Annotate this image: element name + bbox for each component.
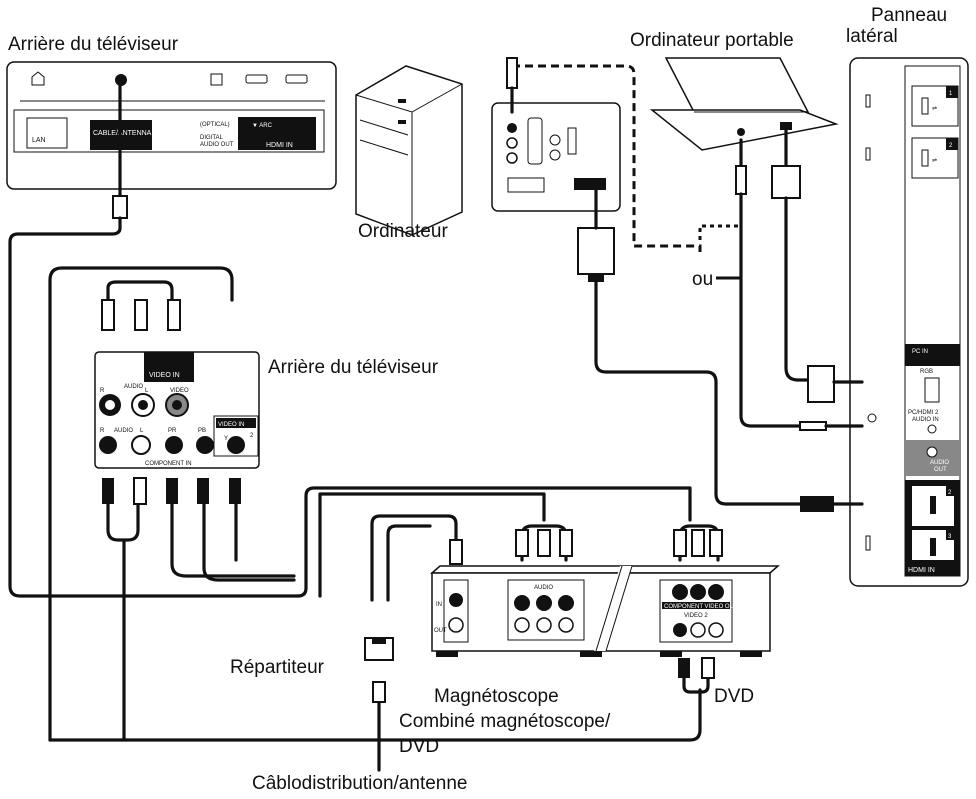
- laptop: Ordinateur portable: [630, 30, 839, 151]
- hdmi-2-number: 2: [948, 490, 952, 496]
- label-vcr: Magnétoscope: [434, 686, 559, 707]
- label-side-panel-2: latéral: [846, 26, 898, 47]
- input-1-number: 1: [186, 376, 190, 383]
- vcr-in-label: IN: [436, 602, 442, 608]
- component-in-label: COMPONENT IN: [145, 461, 192, 467]
- label-computer: Ordinateur: [358, 221, 448, 242]
- tv-rear-mid-panel: Arrière du téléviseur VIDEO IN 1 R AUDIO…: [94, 351, 439, 469]
- hdmi-in-label: HDMI IN: [266, 142, 293, 149]
- audio-label: AUDIO: [124, 384, 143, 390]
- comp-y-jack: [227, 436, 245, 454]
- label-or: ou: [692, 269, 713, 290]
- label-dvd: DVD: [714, 686, 754, 707]
- digital-label: DIGITAL: [200, 135, 224, 141]
- audio-in-label: AUDIO IN: [912, 417, 939, 423]
- label-splitter: Répartiteur: [230, 657, 325, 678]
- audio-label-2: AUDIO: [114, 428, 133, 434]
- vcr-out-label: OUT: [434, 628, 447, 634]
- label-combo-2: DVD: [399, 736, 439, 757]
- usb-1-number: 1: [949, 91, 953, 97]
- comp-r-jack: [99, 436, 117, 454]
- usb-icon: ⇌: [932, 105, 937, 112]
- l-label-2: L: [140, 428, 144, 434]
- dvd-component-out-label: COMPONENT VIDEO OUT: [664, 604, 738, 610]
- audio-out-label: AUDIO OUT: [200, 142, 234, 148]
- label-tv-rear-top: Arrière du téléviseur: [8, 34, 179, 55]
- label-side-panel-1: Panneau: [871, 5, 947, 26]
- tv-rear-top-panel: Arrière du téléviseur LAN CABLE/ANTENNA …: [6, 34, 337, 190]
- label-cable-antenna: Câblodistribution/antenne: [252, 773, 468, 794]
- pc-in-label: PC IN: [912, 349, 928, 355]
- hdmi-port-icon: [285, 74, 308, 84]
- comp-l-jack: [131, 435, 151, 455]
- vcr-dvd-combo: IN OUT AUDIO COMPONENT VIDEO OUT VIDEO 2: [430, 565, 780, 657]
- pr-label: PR: [168, 428, 177, 434]
- hdmi-3-number: 3: [948, 534, 952, 540]
- y-label: Y: [224, 436, 228, 442]
- rgb-label: RGB: [920, 369, 933, 375]
- computer-tower: Ordinateur: [355, 65, 463, 242]
- dvd-video2-label: VIDEO 2: [684, 613, 708, 619]
- audio-out-label-2: OUT: [934, 467, 947, 473]
- comp-pr-jack: [165, 436, 183, 454]
- computer-port-panel: [491, 102, 621, 212]
- l-label: L: [145, 388, 149, 394]
- lan-port-icon: [31, 71, 45, 86]
- arc-label: ▼ ARC: [252, 123, 273, 129]
- comp-pb-jack: [196, 436, 214, 454]
- label-laptop: Ordinateur portable: [630, 30, 794, 51]
- video-label: VIDEO: [170, 388, 189, 394]
- usb-icon: ⇌: [932, 157, 937, 164]
- splitter: Répartiteur: [230, 637, 394, 678]
- audio-out-label-1: AUDIO: [930, 460, 949, 466]
- label-tv-rear-mid: Arrière du téléviseur: [268, 357, 439, 378]
- video-in-1-label: VIDEO IN: [149, 372, 180, 379]
- input-2-number: 2: [250, 433, 254, 439]
- vcr-audio-label: AUDIO: [534, 585, 553, 591]
- video-in-2-label: VIDEO IN: [218, 422, 244, 428]
- pb-label: PB: [198, 428, 206, 434]
- label-combo-1: Combiné magnétoscope/: [399, 711, 611, 732]
- r-label-2: R: [100, 428, 105, 434]
- cables: ou: [8, 57, 864, 772]
- hdmi-port-icon: [245, 74, 268, 84]
- cable-antenna-port-label: CABLE/ANTENNA: [93, 130, 152, 137]
- antenna-port-icon: [115, 74, 127, 86]
- side-panel: Panneau latéral 1 ⇌ 2 ⇌ PC IN RGB PC/HDM…: [846, 5, 969, 587]
- lan-label: LAN: [32, 137, 46, 144]
- usb-2-number: 2: [949, 143, 953, 149]
- optical-label: (OPTICAL): [200, 122, 230, 128]
- side-hdmi-in-label: HDMI IN: [908, 567, 935, 574]
- optical-port-icon: [210, 73, 223, 86]
- r-label: R: [100, 388, 105, 394]
- pc-hdmi2-label: PC/HDMI 2: [908, 410, 939, 416]
